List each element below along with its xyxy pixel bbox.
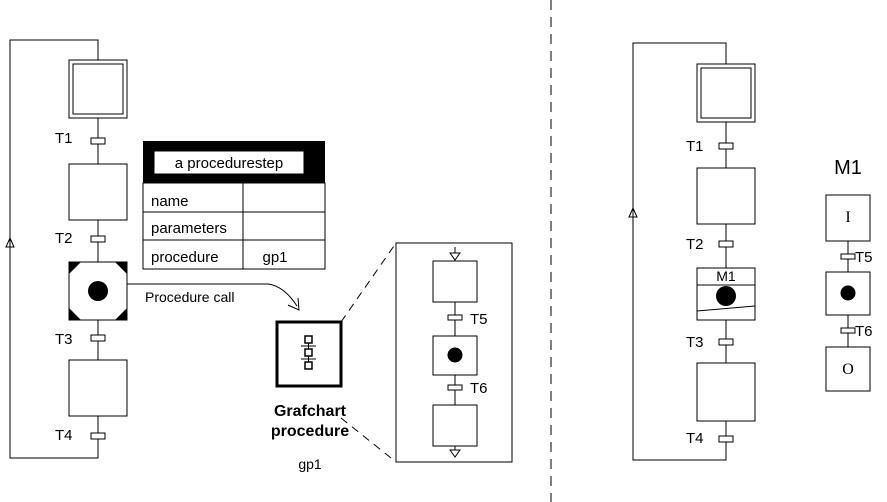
- table-body: [142, 182, 326, 270]
- zoom-line-top: [340, 242, 397, 323]
- right-macro-step-label: M1: [716, 268, 736, 284]
- macro-detail-t6-label: T6: [855, 323, 873, 340]
- right-transition-t1: [718, 142, 734, 150]
- left-procedure-step: [68, 261, 128, 321]
- left-transition-t4: [90, 432, 106, 440]
- left-grafchart: T1 T2 T3 T4: [5, 39, 128, 459]
- right-transition-t2: [718, 240, 734, 248]
- procedure-call: Procedure call: [127, 283, 300, 311]
- table-row-procedure-key: procedure: [151, 249, 219, 266]
- macro-detail-title: M1: [834, 157, 862, 179]
- procedure-call-arrow: [127, 283, 298, 307]
- expanded-transition-t5: [447, 314, 463, 321]
- grafchart-procedure-name: gp1: [298, 456, 322, 472]
- left-loop-arrow: [5, 236, 15, 248]
- procedure-step-table: a procedurestep name parameters procedur…: [142, 141, 326, 270]
- right-t4-label: T4: [686, 430, 704, 447]
- left-loop-line: [9, 39, 99, 459]
- macro-detail-t5-label: T5: [855, 249, 873, 266]
- macro-step-detail: M1 I T5 T6 O: [825, 157, 873, 392]
- left-initial-step-inner: [72, 63, 124, 115]
- expanded-step-3: [432, 404, 478, 447]
- expanded-exit-arrow: [449, 449, 461, 458]
- left-transition-t1: [90, 137, 106, 145]
- right-t3-label: T3: [686, 334, 704, 351]
- macro-detail-in-label: I: [845, 209, 850, 226]
- left-step-4: [68, 359, 128, 417]
- left-t4-label: T4: [55, 427, 73, 444]
- table-row-procedure-value: gp1: [262, 249, 287, 266]
- macro-detail-transition-t6: [840, 327, 856, 334]
- grafchart-procedure-title-1: Grafchart: [274, 403, 347, 420]
- table-row-parameters-key: parameters: [151, 220, 227, 237]
- left-t1-label: T1: [55, 130, 73, 147]
- macro-detail-out-step: [825, 346, 871, 392]
- macro-detail-token: [840, 285, 856, 301]
- expanded-t5-label: T5: [470, 311, 488, 328]
- left-step-2: [68, 163, 128, 221]
- right-macro-step: M1: [696, 267, 756, 321]
- right-transition-t3: [718, 338, 734, 346]
- expanded-t6-label: T6: [470, 380, 488, 397]
- left-procedure-token: [88, 281, 108, 301]
- left-t3-label: T3: [55, 331, 73, 348]
- table-row-name-key: name: [151, 193, 189, 210]
- right-macro-token: [716, 286, 736, 306]
- grafchart-procedure-icon: Grafchart procedure gp1: [271, 320, 349, 472]
- macro-detail-out-label: O: [842, 361, 854, 378]
- procedure-call-arrowhead: [287, 297, 300, 311]
- left-transition-t2: [90, 235, 106, 243]
- expanded-procedure: T5 T6: [395, 242, 513, 463]
- right-transition-t4: [718, 435, 734, 443]
- expanded-transition-t6: [447, 384, 463, 391]
- right-initial-step-inner: [700, 67, 752, 119]
- grafchart-procedure-title-2: procedure: [271, 423, 349, 440]
- expanded-step-token: [447, 347, 463, 363]
- expanded-step-1: [432, 260, 478, 303]
- table-title-box: [153, 150, 305, 175]
- left-t2-label: T2: [55, 230, 73, 247]
- right-step-4: [696, 362, 756, 422]
- zoom-line-bottom: [340, 417, 397, 463]
- right-t1-label: T1: [686, 138, 704, 155]
- table-title: a procedurestep: [175, 155, 283, 172]
- right-loop-arrow: [628, 206, 638, 218]
- right-step-2: [696, 167, 756, 225]
- expanded-entry-arrow: [449, 252, 461, 261]
- procedure-call-label: Procedure call: [145, 289, 235, 305]
- right-loop-line: [632, 42, 727, 461]
- left-transition-t3: [90, 334, 106, 342]
- right-grafchart: T1 T2 M1 T3 T4: [628, 42, 756, 461]
- right-t2-label: T2: [686, 236, 704, 253]
- macro-detail-in-step: [825, 194, 871, 242]
- macro-detail-transition-t5: [840, 253, 856, 260]
